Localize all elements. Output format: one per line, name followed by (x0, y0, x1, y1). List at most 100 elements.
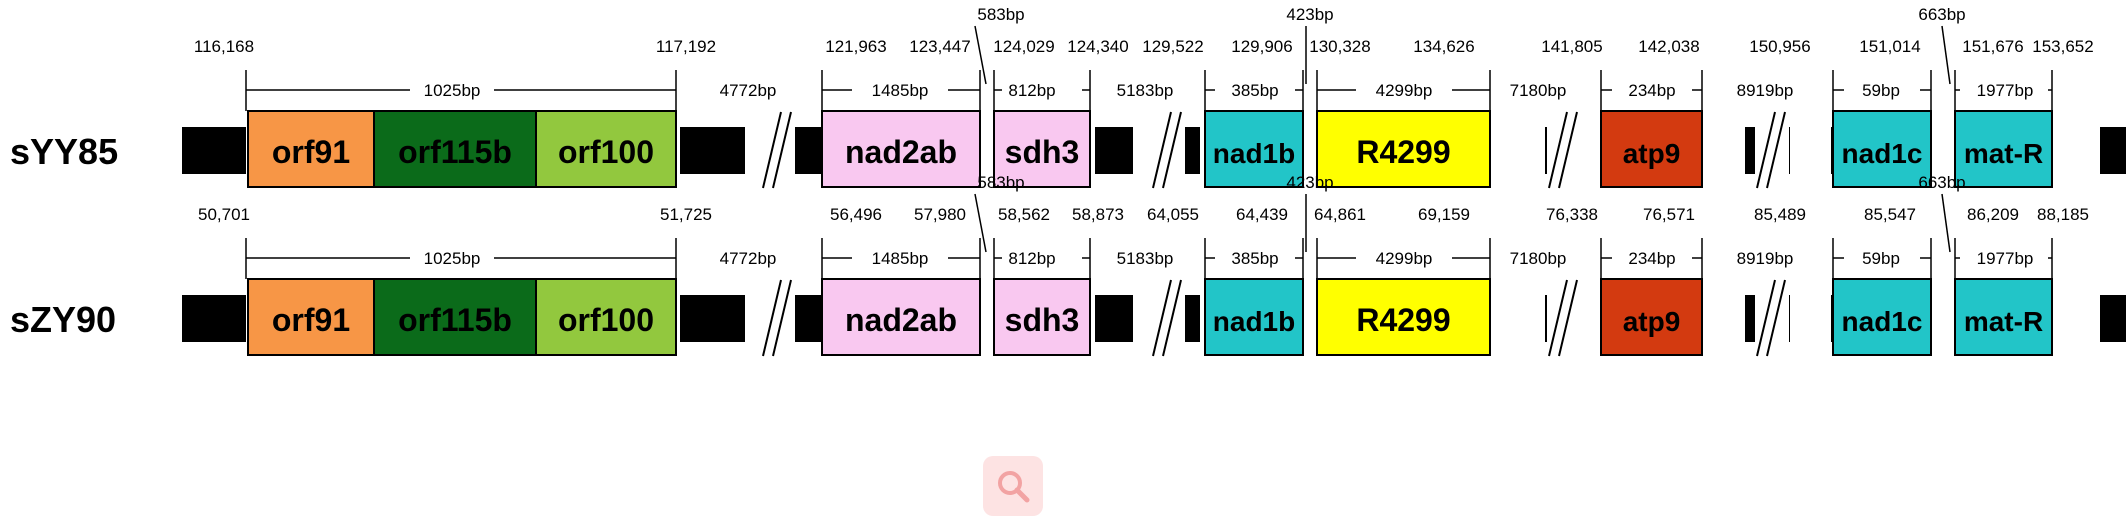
coordinate-label: 76,571 (1643, 205, 1695, 224)
spacer-segment (680, 295, 745, 342)
break-marker-line (762, 111, 782, 189)
coordinate-label: 58,873 (1072, 205, 1124, 224)
span-label: 4772bp (720, 81, 777, 100)
coordinate-label: 129,522 (1142, 37, 1203, 56)
break-marker-line (1152, 111, 1172, 189)
span-label: 7180bp (1510, 81, 1567, 100)
coordinate-label: 151,676 (1962, 37, 2023, 56)
gap-label: 423bp (1286, 5, 1333, 24)
span-label: 59bp (1862, 249, 1900, 268)
gene-label-nad1b: nad1b (1213, 306, 1295, 337)
gene-box-mat-R (1954, 110, 2053, 188)
gene-box-orf115b (373, 278, 537, 356)
gene-label-mat-R: mat-R (1964, 306, 2043, 337)
gene-box-nad1c (1832, 278, 1932, 356)
gene-box-mat-R (1954, 278, 2053, 356)
gap-label: 663bp (1918, 5, 1965, 24)
search-icon-lens (998, 471, 1022, 495)
coordinate-label: 121,963 (825, 37, 886, 56)
span-label: 385bp (1231, 249, 1278, 268)
coordinate-label: 129,906 (1231, 37, 1292, 56)
span-label: 4299bp (1376, 81, 1433, 100)
coordinate-label: 57,980 (914, 205, 966, 224)
coordinate-label: 58,562 (998, 205, 1050, 224)
gene-box-nad1c (1832, 110, 1932, 188)
coordinate-label: 56,496 (830, 205, 882, 224)
span-label: 234bp (1628, 249, 1675, 268)
coordinate-label: 117,192 (656, 37, 716, 56)
gene-box-sdh3 (993, 278, 1091, 356)
coordinate-label: 69,159 (1418, 205, 1470, 224)
break-marker-line (1756, 111, 1776, 189)
gap-label: 583bp (977, 5, 1024, 24)
span-label: 1485bp (872, 81, 929, 100)
search-button[interactable] (983, 456, 1043, 516)
span-label: 234bp (1628, 81, 1675, 100)
gap-leader-line (974, 193, 987, 253)
gene-label-orf100: orf100 (558, 134, 654, 170)
break-marker-line (1558, 279, 1578, 357)
span-label: 5183bp (1117, 81, 1174, 100)
span-label: 812bp (1008, 81, 1055, 100)
break-marker-line (1162, 279, 1182, 357)
gene-box-atp9 (1600, 278, 1703, 356)
coordinate-label: 86,209 (1967, 205, 2019, 224)
gap-label: 423bp (1286, 173, 1333, 192)
gap-leader-line (1941, 25, 1951, 85)
break-marker-line (772, 279, 792, 357)
span-label: 5183bp (1117, 249, 1174, 268)
coordinate-label: 150,956 (1749, 37, 1810, 56)
coordinate-label: 134,626 (1413, 37, 1474, 56)
break-marker-line (1756, 279, 1776, 357)
span-label: 8919bp (1737, 81, 1794, 100)
break-marker-line (1558, 111, 1578, 189)
gene-label-nad1c: nad1c (1842, 138, 1923, 169)
gene-box-R4299 (1316, 110, 1491, 188)
break-marker-line (762, 279, 782, 357)
spacer-segment (1095, 127, 1133, 174)
coordinate-label: 85,489 (1754, 205, 1806, 224)
break-marker-line (1548, 111, 1568, 189)
break-marker-line (1766, 279, 1786, 357)
spacer-segment (2100, 127, 2126, 174)
search-icon (998, 471, 1030, 503)
gene-label-sdh3: sdh3 (1005, 302, 1080, 338)
span-label: 8919bp (1737, 249, 1794, 268)
coordinate-label: 141,805 (1541, 37, 1602, 56)
span-label: 812bp (1008, 249, 1055, 268)
span-label: 7180bp (1510, 249, 1567, 268)
gene-label-R4299: R4299 (1356, 302, 1450, 338)
coordinate-label: 76,338 (1546, 205, 1598, 224)
gene-label-atp9: atp9 (1623, 306, 1681, 337)
gene-box-orf91 (247, 278, 375, 356)
gene-label-atp9: atp9 (1623, 138, 1681, 169)
gene-box-sdh3 (993, 110, 1091, 188)
coordinate-label: 51,725 (660, 205, 712, 224)
coordinate-label: 124,029 (993, 37, 1054, 56)
spacer-segment (680, 127, 745, 174)
gene-box-orf100 (535, 110, 677, 188)
gene-box-nad1b (1204, 110, 1304, 188)
gene-label-R4299: R4299 (1356, 134, 1450, 170)
coordinate-label: 64,055 (1147, 205, 1199, 224)
gene-label-nad1c: nad1c (1842, 306, 1923, 337)
spacer-segment (1095, 295, 1133, 342)
coordinate-label: 88,185 (2037, 205, 2089, 224)
gene-label-sdh3: sdh3 (1005, 134, 1080, 170)
gap-leader-line (1941, 193, 1951, 253)
spacer-segment (182, 127, 246, 174)
gap-label: 583bp (977, 173, 1024, 192)
gene-label-orf115b: orf115b (398, 134, 512, 170)
track-label: sYY85 (10, 131, 118, 172)
coordinate-label: 116,168 (194, 37, 254, 56)
break-marker-line (1548, 279, 1568, 357)
coordinate-label: 130,328 (1309, 37, 1370, 56)
gene-label-nad1b: nad1b (1213, 138, 1295, 169)
span-label: 1025bp (424, 81, 481, 100)
spacer-segment (2100, 295, 2126, 342)
gene-label-orf91: orf91 (272, 134, 350, 170)
gene-box-orf100 (535, 278, 677, 356)
gap-leader-line (974, 25, 987, 85)
